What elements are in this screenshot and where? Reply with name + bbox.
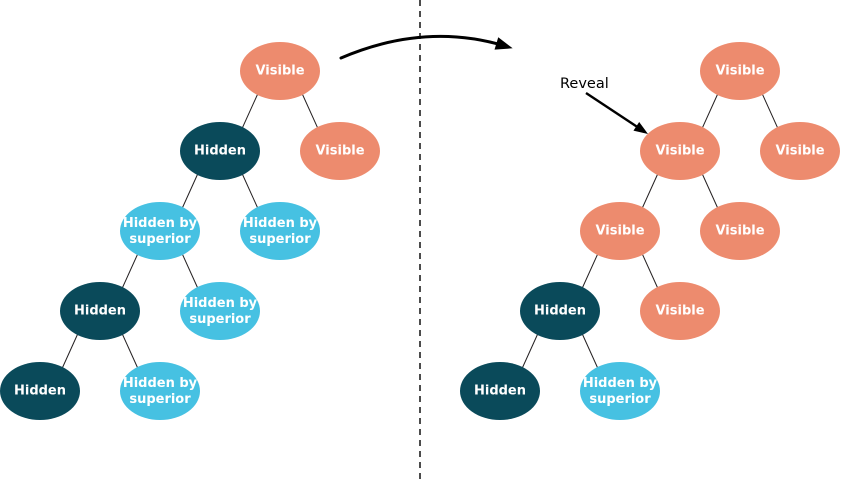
node-shape[interactable]: [180, 122, 260, 180]
tree-edge: [121, 253, 139, 289]
tree-node-visible[interactable]: Visible: [760, 122, 840, 180]
tree-edge: [241, 93, 259, 129]
tree-edge: [641, 173, 659, 209]
node-shape[interactable]: [240, 42, 320, 100]
tree-node-visible[interactable]: Visible: [700, 202, 780, 260]
tree-node-visible[interactable]: Visible: [700, 42, 780, 100]
tree-edge: [181, 253, 199, 289]
reveal-annotation: Reveal: [560, 76, 648, 134]
tree-edge: [581, 253, 599, 289]
transition-arrow: [339, 34, 513, 60]
node-shape[interactable]: [580, 362, 660, 420]
node-shape[interactable]: [240, 202, 320, 260]
tree-node-visible[interactable]: Visible: [640, 122, 720, 180]
node-shape[interactable]: [120, 202, 200, 260]
tree-edge: [521, 333, 539, 369]
tree-edge: [121, 333, 139, 369]
reveal-arrow-head: [633, 121, 648, 134]
node-shape[interactable]: [580, 202, 660, 260]
tree-edge: [61, 333, 79, 369]
tree-node-visible[interactable]: Visible: [240, 42, 320, 100]
left-tree-edges: [61, 93, 319, 369]
tree-edge: [761, 93, 779, 129]
tree-node-hidden[interactable]: Hidden: [60, 282, 140, 340]
tree-edge: [701, 93, 719, 129]
tree-edge: [641, 253, 659, 289]
tree-node-visible[interactable]: Visible: [580, 202, 660, 260]
node-shape[interactable]: [700, 42, 780, 100]
node-shape[interactable]: [640, 122, 720, 180]
tree-node-hidden[interactable]: Hidden: [520, 282, 600, 340]
node-shape[interactable]: [120, 362, 200, 420]
node-shape[interactable]: [0, 362, 80, 420]
tree-node-visible[interactable]: Visible: [300, 122, 380, 180]
tree-edge: [181, 173, 199, 209]
tree-edge: [581, 333, 599, 369]
tree-edge: [701, 173, 719, 209]
node-shape[interactable]: [700, 202, 780, 260]
tree-node-hidden[interactable]: Hidden: [0, 362, 80, 420]
tree-node-hidden[interactable]: Hidden: [180, 122, 260, 180]
curved-arrow-head: [494, 37, 513, 50]
node-shape[interactable]: [760, 122, 840, 180]
node-shape[interactable]: [640, 282, 720, 340]
tree-node-hidden[interactable]: Hidden: [460, 362, 540, 420]
node-shape[interactable]: [460, 362, 540, 420]
node-shape[interactable]: [520, 282, 600, 340]
tree-node-visible[interactable]: Visible: [640, 282, 720, 340]
node-shape[interactable]: [300, 122, 380, 180]
right-tree-edges: [521, 93, 779, 369]
tree-edge: [301, 93, 319, 129]
curved-arrow-shaft: [339, 34, 507, 60]
reveal-arrow-shaft: [585, 91, 640, 130]
tree-edge: [241, 173, 259, 209]
node-shape[interactable]: [60, 282, 140, 340]
reveal-label: Reveal: [560, 76, 609, 92]
node-shape[interactable]: [180, 282, 260, 340]
